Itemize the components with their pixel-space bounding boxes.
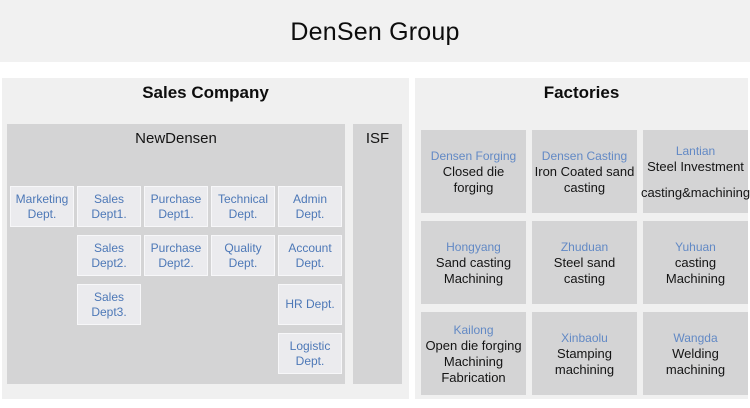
factory-box-zhuduan: Zhuduan Steel sand casting	[532, 221, 637, 304]
dept-box-purchase2: Purchase Dept2.	[144, 235, 208, 276]
sales-company-heading: Sales Company	[142, 83, 269, 102]
dept-box-marketing: Marketing Dept.	[10, 186, 74, 227]
factory-box-hongyang: Hongyang Sand casting Machining	[421, 221, 526, 304]
sales-company-panel: Sales Company NewDensen Marketing Dept. …	[2, 78, 409, 399]
dept-box-quality: Quality Dept.	[211, 235, 275, 276]
factory-box-densen-casting: Densen Casting Iron Coated sand casting	[532, 130, 637, 213]
dept-box-technical: Technical Dept.	[211, 186, 275, 227]
dept-box-sales2: Sales Dept2.	[77, 235, 141, 276]
factory-name: Densen Forging	[430, 148, 517, 163]
dept-box-sales3: Sales Dept3.	[77, 284, 141, 325]
group-title: DenSen Group	[290, 18, 460, 46]
newdensen-container: NewDensen Marketing Dept. Sales Dept1. P…	[7, 124, 345, 384]
factory-line: Closed die forging	[442, 163, 505, 195]
factories-heading: Factories	[543, 83, 620, 102]
factory-line: Sand casting	[435, 254, 512, 270]
factory-line: Open die forging	[425, 337, 522, 353]
dept-box-logistic: Logistic Dept.	[278, 333, 342, 374]
factory-line: Steel Investment	[647, 158, 744, 174]
isf-container: ISF	[353, 124, 402, 384]
factory-line: Iron Coated sand casting	[534, 163, 635, 195]
dept-box-hr: HR Dept.	[278, 284, 342, 325]
factory-line: casting&machining	[640, 184, 750, 200]
factory-line: casting	[674, 254, 717, 270]
department-grid: Marketing Dept. Sales Dept1. Purchase De…	[10, 186, 342, 374]
factory-name: Kailong	[453, 322, 494, 337]
factory-name: Zhuduan	[560, 239, 609, 254]
factories-panel: Factories Densen Forging Closed die forg…	[415, 78, 750, 399]
factory-line: machining	[665, 361, 726, 377]
factory-name: Lantian	[675, 143, 716, 158]
newdensen-label: NewDensen	[135, 130, 217, 147]
factory-line: Steel sand casting	[553, 254, 616, 286]
dept-box-purchase1: Purchase Dept1.	[144, 186, 208, 227]
dept-box-sales1: Sales Dept1.	[77, 186, 141, 227]
factory-box-kailong: Kailong Open die forging Machining Fabri…	[421, 312, 526, 395]
factory-line: Stamping	[557, 345, 612, 361]
factory-name: Yuhuan	[675, 239, 716, 254]
factory-line: Machining	[443, 270, 504, 286]
dept-box-account: Account Dept.	[278, 235, 342, 276]
factory-box-lantian: Lantian Steel Investment casting&machini…	[640, 130, 750, 213]
factory-line: Fabrication	[441, 369, 506, 385]
factory-box-densen-forging: Densen Forging Closed die forging	[421, 130, 526, 213]
isf-label: ISF	[365, 130, 390, 147]
dept-box-admin: Admin Dept.	[278, 186, 342, 227]
factory-line: machining	[554, 361, 615, 377]
factory-name: Wangda	[673, 330, 718, 345]
factory-box-yuhuan: Yuhuan casting Machining	[643, 221, 748, 304]
factory-box-wangda: Wangda Welding machining	[643, 312, 748, 395]
factory-line: Welding	[672, 345, 719, 361]
factory-box-xinbaolu: Xinbaolu Stamping machining	[532, 312, 637, 395]
factory-name: Xinbaolu	[561, 330, 608, 345]
factory-line: Machining	[443, 353, 504, 369]
factory-line: Machining	[665, 270, 726, 286]
top-banner	[0, 0, 750, 62]
factory-name: Densen Casting	[541, 148, 628, 163]
factory-grid: Densen Forging Closed die forging Densen…	[421, 130, 750, 395]
factory-name: Hongyang	[446, 239, 501, 254]
